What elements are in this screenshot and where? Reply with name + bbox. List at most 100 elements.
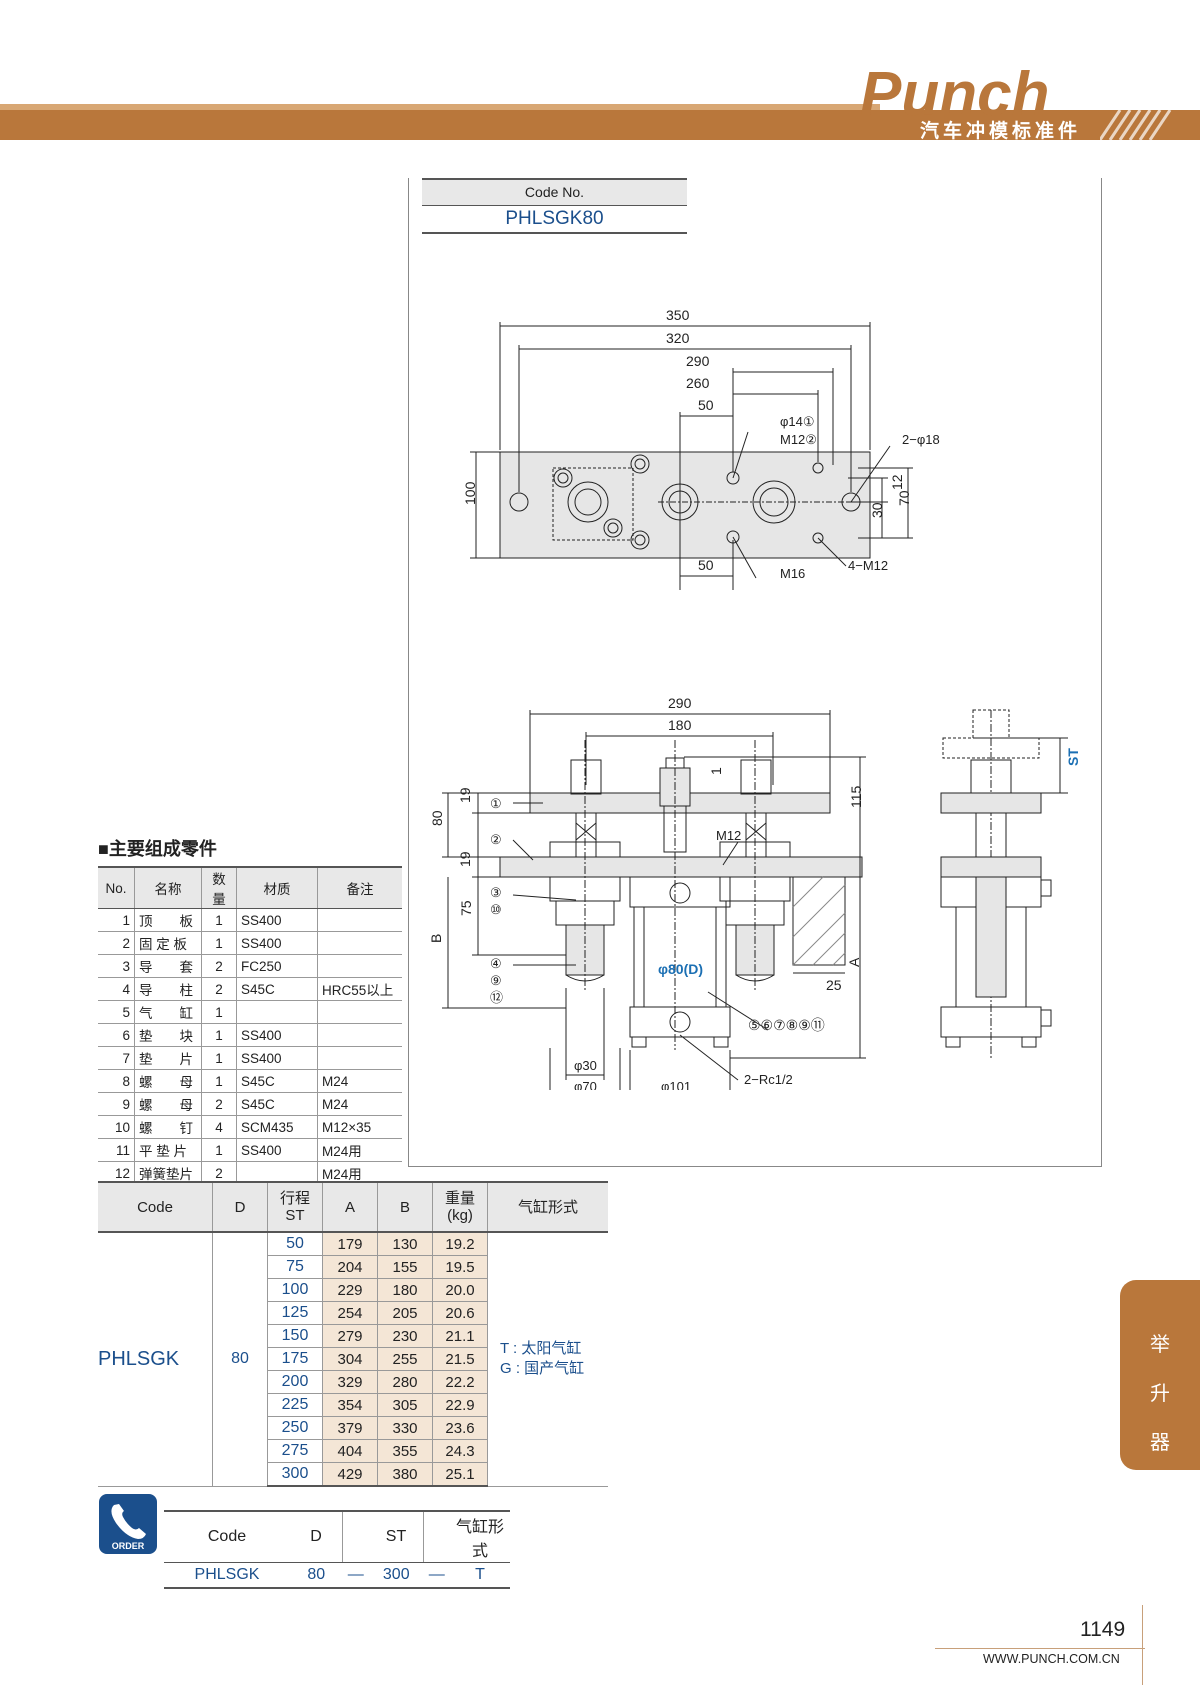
callout-2-phi18: 2−φ18 (902, 432, 940, 447)
front-view (442, 710, 866, 1090)
order-icon-label: ORDER (112, 1541, 145, 1551)
dim-100: 100 (462, 481, 478, 505)
order-table: Code D ST 气缸形式 PHLSGK 80 — 300 — T (164, 1510, 510, 1589)
spec-b: 305 (377, 1393, 433, 1417)
spec-weight: 20.6 (432, 1301, 488, 1325)
parts-qty: 4 (201, 1115, 237, 1139)
code-value: PHLSGK80 (422, 205, 687, 234)
side-tab-char-3: 器 (1150, 1432, 1170, 1454)
parts-remark: M24 (317, 1092, 402, 1116)
spec-b: 155 (377, 1255, 433, 1279)
dim-st: ST (1065, 748, 1081, 766)
parts-qty: 1 (201, 1069, 237, 1093)
parts-remark (317, 931, 402, 955)
order-header-code: Code (164, 1510, 290, 1563)
spec-a: 404 (322, 1439, 378, 1463)
parts-name: 螺 母 (134, 1092, 202, 1116)
spec-d: 80 (212, 1232, 268, 1487)
callout-m12: M12② (780, 432, 817, 447)
parts-material: FC250 (236, 954, 318, 978)
dim-b: B (428, 934, 444, 943)
callout-port: 2−Rc1/2 (744, 1072, 793, 1087)
spec-st: 50 (267, 1232, 323, 1256)
spec-a: 329 (322, 1370, 378, 1394)
spec-weight: 20.0 (432, 1278, 488, 1302)
spec-header-b: B (377, 1181, 433, 1233)
spec-header-st-line1: 行程 (279, 1190, 310, 1207)
spec-st: 275 (267, 1439, 323, 1463)
parts-qty: 1 (201, 908, 237, 932)
parts-material: S45C (236, 977, 318, 1001)
spec-weight: 25.1 (432, 1462, 488, 1487)
spec-weight: 24.3 (432, 1439, 488, 1463)
marker-9: ⑨ (490, 973, 502, 988)
footer-divider-vertical (1142, 1605, 1143, 1685)
parts-material: SS400 (236, 931, 318, 955)
spec-a: 254 (322, 1301, 378, 1325)
spec-header-code: Code (98, 1181, 213, 1233)
parts-no: 5 (98, 1000, 135, 1024)
footer-url[interactable]: WWW.PUNCH.COM.CN (983, 1652, 1120, 1666)
parts-material: S45C (236, 1069, 318, 1093)
parts-qty: 1 (201, 1000, 237, 1024)
marker-10: ⑩ (490, 902, 502, 917)
side-tab-lifter[interactable]: 举 升 器 (1120, 1280, 1200, 1470)
parts-name: 导 柱 (134, 977, 202, 1001)
callout-phi14: φ14① (780, 414, 815, 429)
spec-header-a: A (322, 1181, 378, 1233)
code-label: Code No. (422, 178, 687, 205)
page-number: 1149 (1080, 1618, 1126, 1641)
spec-a: 429 (322, 1462, 378, 1487)
spec-a: 354 (322, 1393, 378, 1417)
parts-header-name: 名称 (134, 866, 202, 909)
brand-logo: Punch (850, 60, 1100, 129)
dim-a: A (846, 957, 862, 967)
parts-material: SS400 (236, 1023, 318, 1047)
parts-remark (317, 954, 402, 978)
parts-name: 导 套 (134, 954, 202, 978)
dim-75: 75 (458, 900, 474, 916)
spec-a: 179 (322, 1232, 378, 1256)
dim-290-front: 290 (668, 695, 692, 711)
parts-header-remark: 备注 (317, 866, 402, 909)
spec-header-type: 气缸形式 (487, 1181, 608, 1233)
parts-no: 11 (98, 1138, 135, 1162)
dim-320: 320 (666, 330, 690, 346)
parts-qty: 2 (201, 1092, 237, 1116)
spec-st: 250 (267, 1416, 323, 1440)
parts-remark (317, 1000, 402, 1024)
spec-b: 380 (377, 1462, 433, 1487)
callout-4-m12: 4−M12 (848, 558, 888, 573)
parts-no: 6 (98, 1023, 135, 1047)
parts-qty: 1 (201, 1138, 237, 1162)
marker-2: ② (490, 832, 502, 847)
spec-a: 229 (322, 1278, 378, 1302)
dim-19-top: 19 (457, 787, 473, 803)
spec-st: 300 (267, 1462, 323, 1487)
dim-350: 350 (666, 307, 690, 323)
parts-name: 平 垫 片 (134, 1138, 202, 1162)
parts-no: 3 (98, 954, 135, 978)
callout-phi101: φ101 (661, 1079, 691, 1090)
parts-name: 螺 母 (134, 1069, 202, 1093)
parts-name: 垫 块 (134, 1023, 202, 1047)
dim-70: 70 (896, 490, 912, 506)
order-header-d: D (290, 1510, 343, 1563)
parts-remark: HRC55以上 (317, 977, 402, 1001)
parts-no: 2 (98, 931, 135, 955)
dim-30: 30 (869, 502, 885, 518)
order-header-st: ST (369, 1510, 424, 1563)
side-tab-char-2: 升 (1150, 1383, 1170, 1405)
dim-115: 115 (848, 785, 864, 808)
parts-material: S45C (236, 1092, 318, 1116)
